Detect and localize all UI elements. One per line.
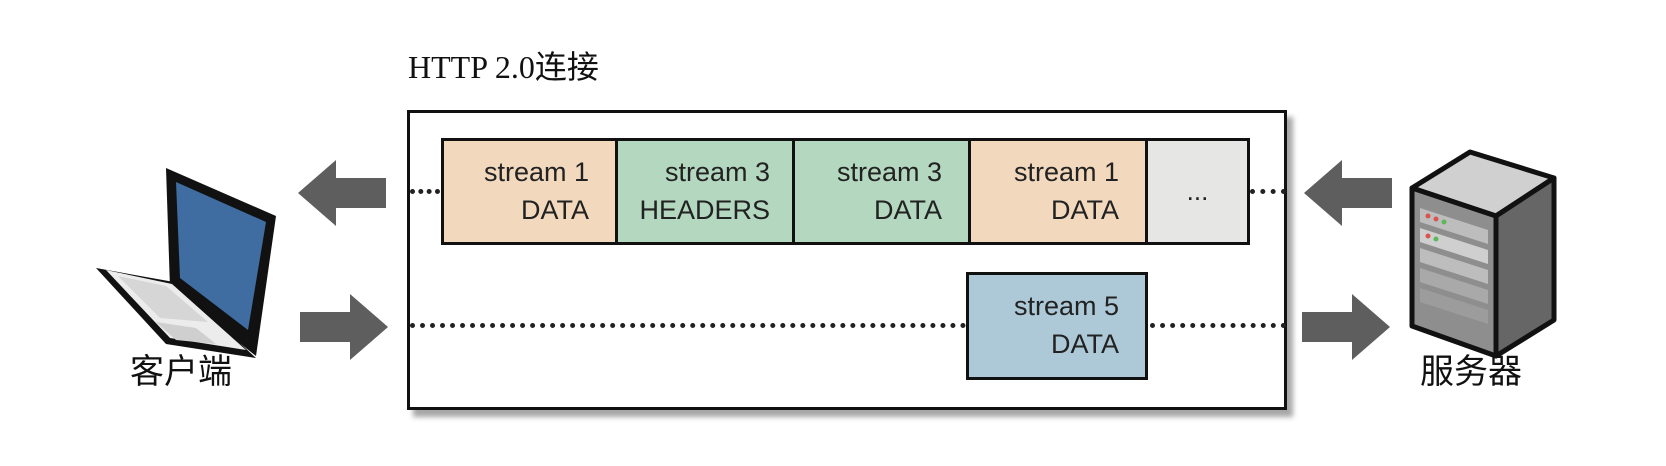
arrow-right-server-icon bbox=[1302, 294, 1390, 360]
frame-type-label: DATA bbox=[1050, 195, 1119, 225]
frame-stream-label: stream 5 bbox=[1013, 291, 1119, 321]
arrow-right-client-icon bbox=[300, 294, 388, 360]
frame-stream-label: stream 1 bbox=[483, 157, 589, 187]
connection-title: HTTP 2.0连接 bbox=[408, 49, 599, 85]
frame-type-label: DATA bbox=[520, 195, 589, 225]
laptop-icon bbox=[96, 168, 276, 358]
top-row-dotted-line-right bbox=[1250, 189, 1286, 194]
top-row-dotted-line-left bbox=[410, 189, 440, 194]
frame-more-label: ... bbox=[1186, 176, 1209, 206]
frame-stream-label: stream 1 bbox=[1013, 157, 1119, 187]
server-label: 服务器 bbox=[1420, 354, 1522, 391]
frame-type-label: HEADERS bbox=[639, 195, 770, 225]
bottom-row-dotted-line-right bbox=[1150, 323, 1286, 328]
arrow-left-client-icon bbox=[298, 160, 386, 226]
frame-stream-label: stream 3 bbox=[836, 157, 942, 187]
frame-type-label: DATA bbox=[873, 195, 942, 225]
client-label: 客户端 bbox=[130, 354, 232, 391]
frame-stream-1-data: stream 1 DATA bbox=[441, 138, 618, 245]
arrow-left-server-icon bbox=[1304, 160, 1392, 226]
frame-stream-3-headers: stream 3 HEADERS bbox=[615, 138, 795, 245]
frame-stream-1-data-2: stream 1 DATA bbox=[968, 138, 1148, 245]
bottom-row-dotted-line-left bbox=[410, 323, 966, 328]
frame-stream-label: stream 3 bbox=[664, 157, 770, 187]
frame-stream-5-data: stream 5 DATA bbox=[966, 272, 1148, 380]
frame-type-label: DATA bbox=[1050, 329, 1119, 359]
server-icon bbox=[1409, 149, 1557, 359]
frame-stream-3-data: stream 3 DATA bbox=[792, 138, 971, 245]
frame-more: ... bbox=[1145, 138, 1250, 245]
